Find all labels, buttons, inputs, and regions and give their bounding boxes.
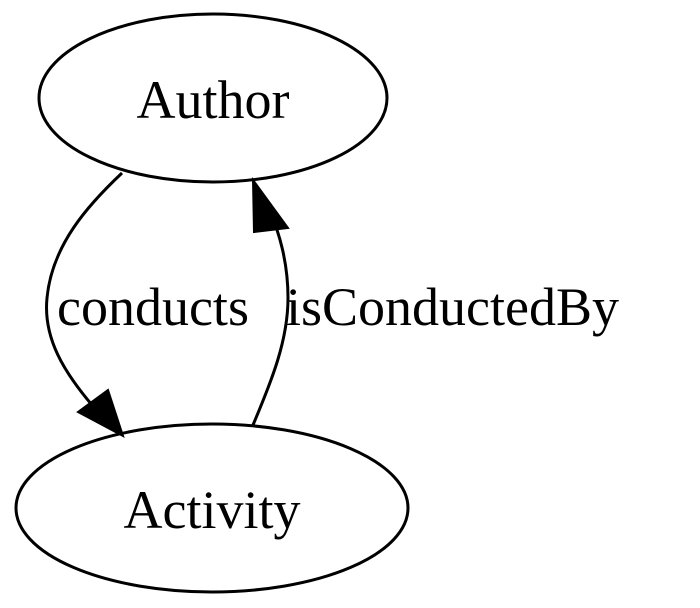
node-author[interactable]: Author [37, 12, 389, 184]
edge-isconductedby-line [251, 211, 290, 426]
node-activity-label: Activity [124, 480, 301, 540]
node-author-ellipse [37, 12, 389, 184]
node-activity[interactable]: Activity [14, 422, 410, 594]
edge-conducts-line [45, 171, 124, 406]
edge-isconductedby-label: isConductedBy [286, 277, 619, 337]
node-author-label: Author [137, 70, 290, 130]
node-activity-ellipse [14, 422, 410, 594]
edge-conducts [45, 171, 125, 439]
edge-isconductedby [251, 176, 290, 426]
edge-isconductedby-arrowhead [251, 176, 290, 234]
edge-conducts-label: conducts [57, 277, 249, 337]
edge-conducts-arrowhead [76, 388, 125, 439]
